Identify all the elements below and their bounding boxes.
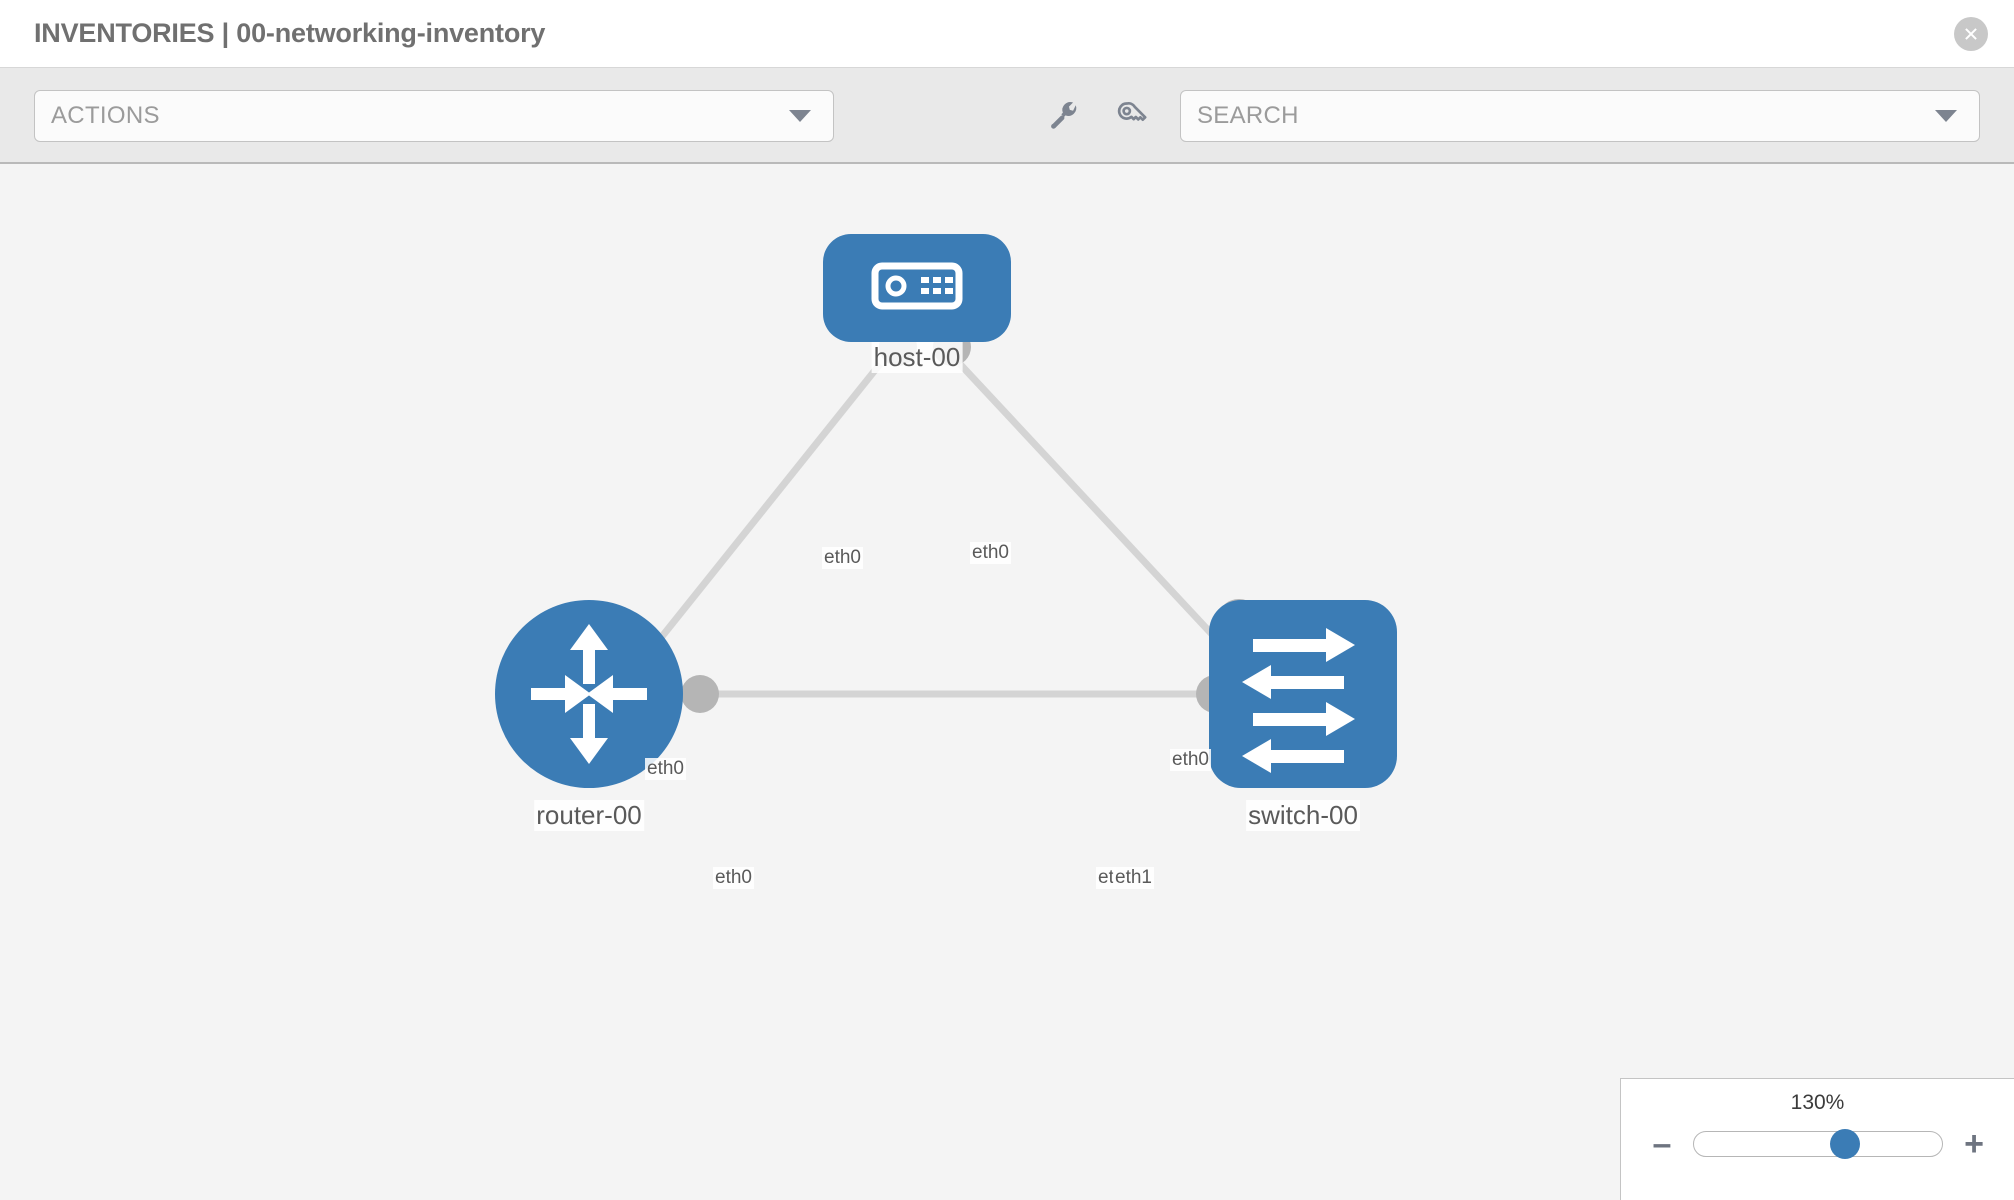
zoom-level-value: 130% [1790, 1091, 1845, 1114]
node-host-00 [823, 234, 1011, 342]
actions-dropdown[interactable]: ACTIONS [34, 90, 834, 142]
node-switch-00 [1209, 600, 1397, 788]
connector-dot [681, 675, 719, 713]
link-host-router [637, 361, 883, 667]
toolbar: ACTIONS SEARCH [0, 68, 2014, 164]
search-placeholder: SEARCH [1197, 102, 1299, 129]
server-icon [871, 262, 963, 310]
page-title: INVENTORIES | 00-networking-inventory [34, 18, 546, 48]
topology-links [637, 361, 1238, 698]
zoom-out-button[interactable]: – [1652, 1125, 1672, 1163]
link-host-switch [957, 361, 1238, 662]
actions-dropdown-label: ACTIONS [51, 102, 160, 129]
chevron-down-icon [789, 110, 811, 122]
topology-connectors [681, 328, 1261, 713]
router-arrows-icon [531, 624, 647, 764]
zoom-in-button[interactable]: + [1964, 1125, 1984, 1163]
page-header: INVENTORIES | 00-networking-inventory [0, 0, 2014, 68]
key-icon[interactable] [1106, 90, 1158, 142]
wrench-icon[interactable] [1038, 90, 1090, 142]
zoom-control-panel: 130% – + [1620, 1078, 2014, 1200]
chevron-down-icon [1935, 110, 1957, 122]
zoom-slider-thumb[interactable] [1830, 1129, 1861, 1159]
node-router-00 [495, 600, 683, 788]
topology-graph [495, 234, 1397, 788]
close-icon[interactable] [1954, 16, 1988, 51]
switch-arrows-icon [1242, 628, 1355, 773]
search-input[interactable]: SEARCH [1180, 90, 1980, 142]
zoom-slider[interactable] [1693, 1129, 1943, 1159]
zoom-slider-row: – + [1621, 1127, 2014, 1161]
topology-canvas[interactable]: host-00 router-00 switch-00 eth0 eth0 et… [0, 164, 2014, 1200]
